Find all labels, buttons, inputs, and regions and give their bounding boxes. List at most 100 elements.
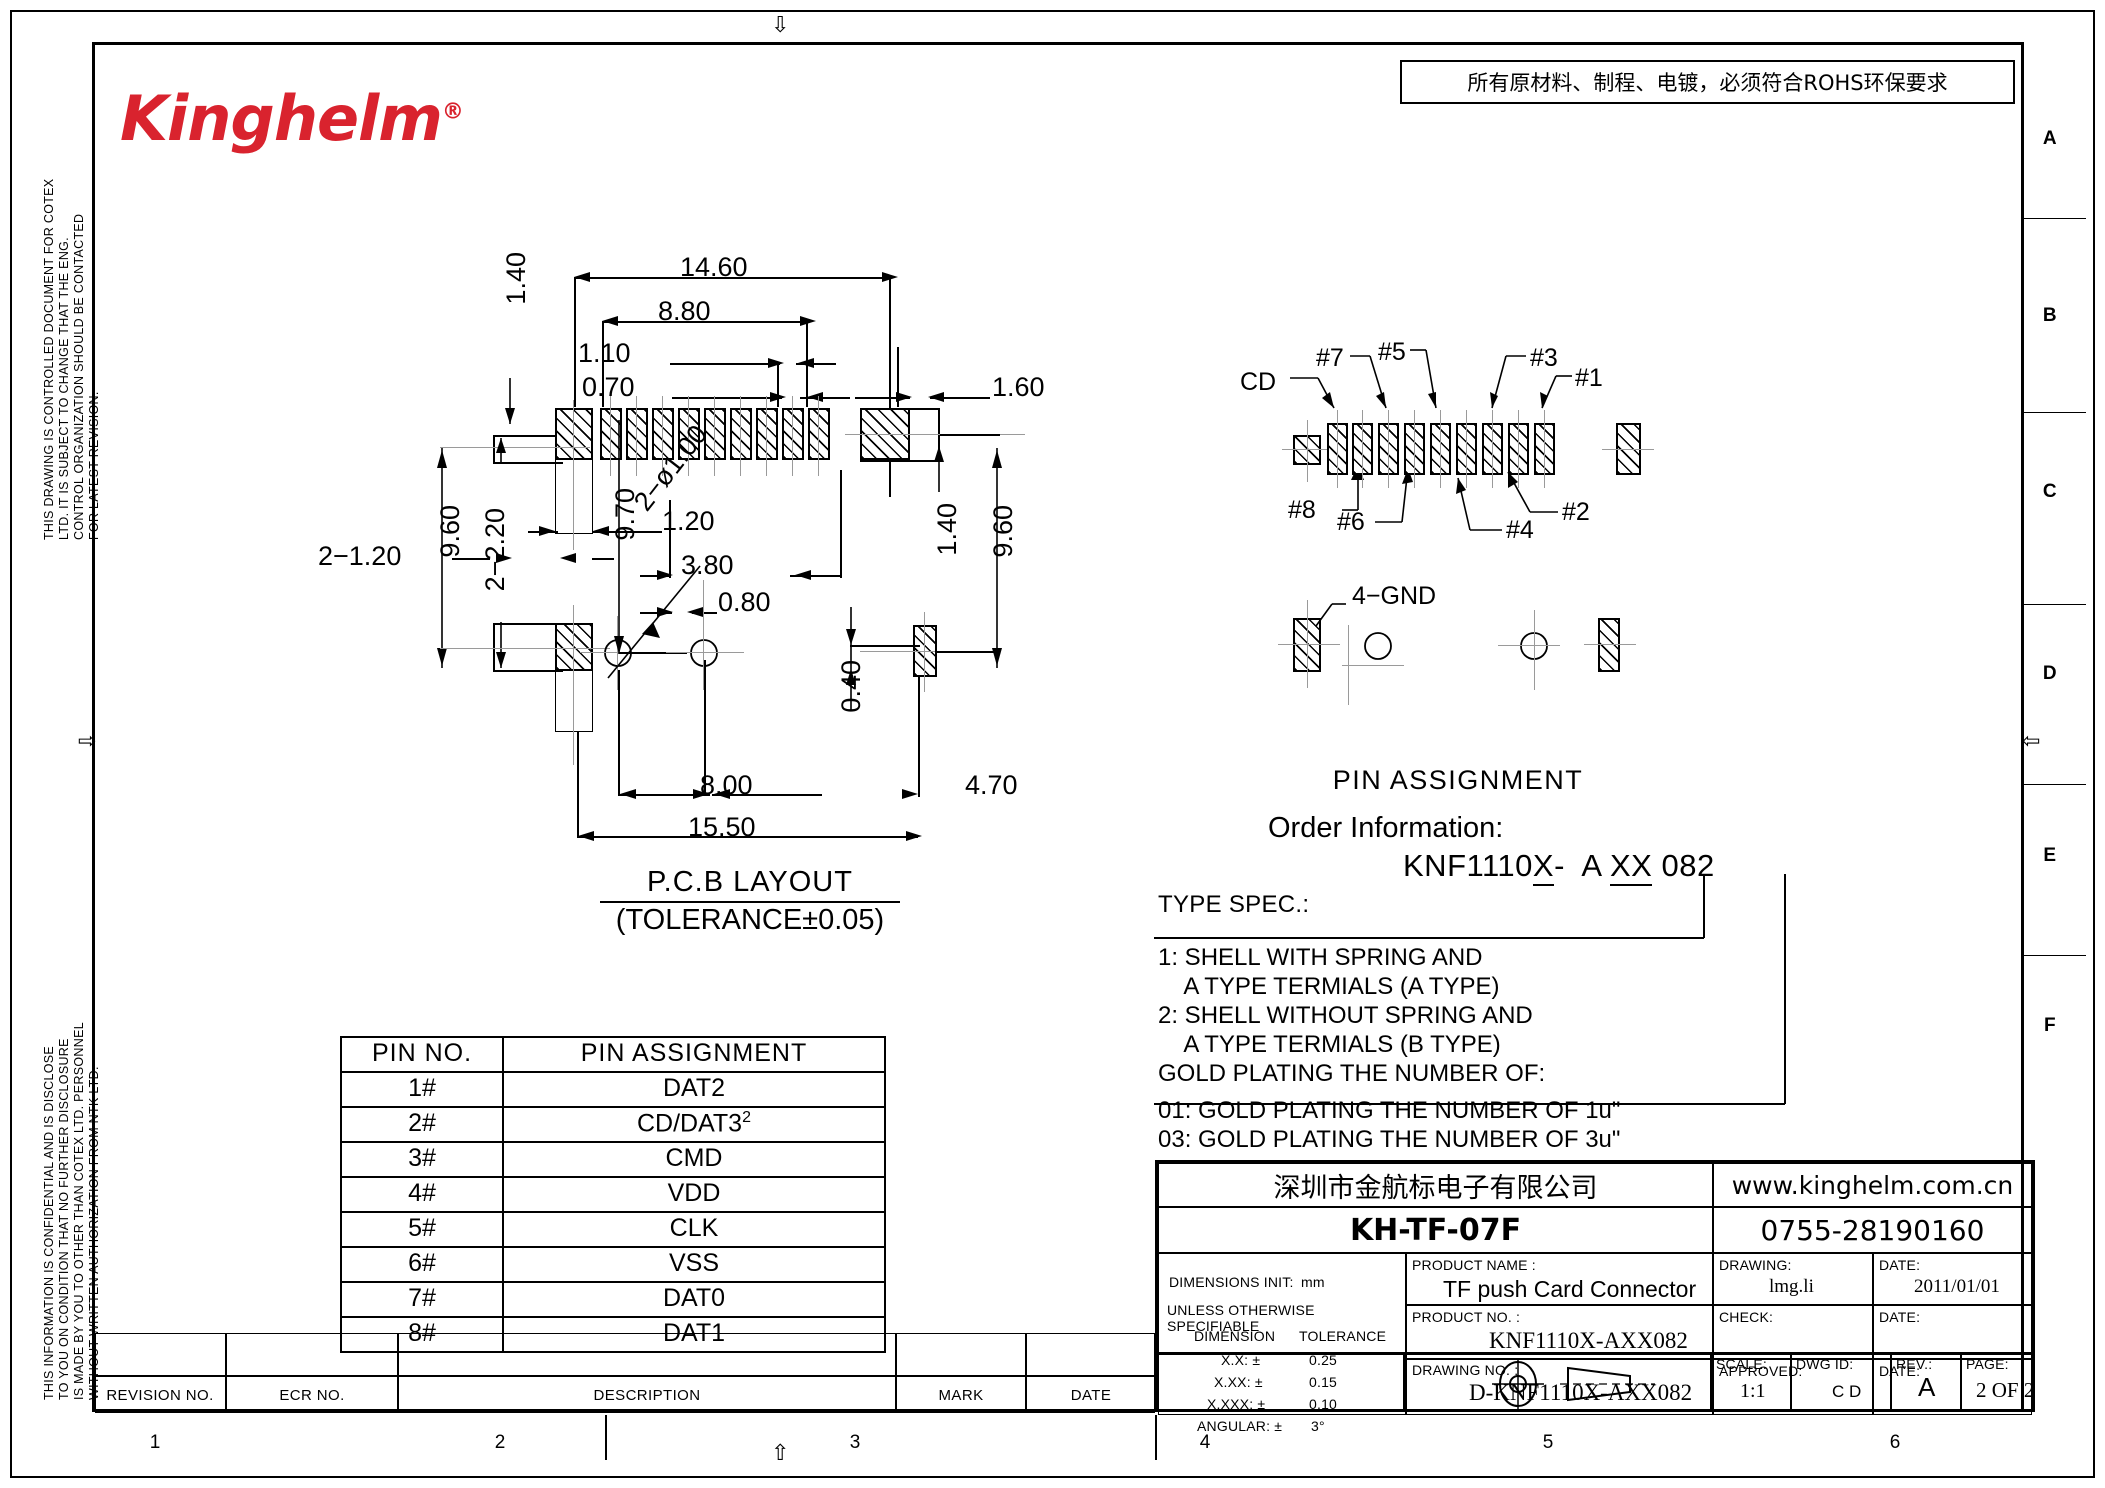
left-tab-top-edge bbox=[493, 435, 563, 437]
order-code: KNF1110X- A XX 082 bbox=[1403, 848, 1715, 886]
tolerance-val-2: 0.15 bbox=[1309, 1374, 1338, 1390]
product-name-label: PRODUCT NAME : bbox=[1412, 1257, 1536, 1273]
unless-otherwise-label: UNLESS OTHERWISE SPECIFIABLE bbox=[1167, 1302, 1315, 1334]
page-label: PAGE: bbox=[1966, 1356, 2009, 1372]
dim-text-1-20: 1.20 bbox=[662, 506, 715, 536]
tb-strip-sep-1 bbox=[1403, 1352, 1405, 1412]
label-4-gnd: 4−GND bbox=[1352, 582, 1437, 610]
lower-right-pad-v-centerline bbox=[924, 612, 925, 692]
table-header-pin-assignment: PIN ASSIGNMENT bbox=[502, 1036, 886, 1073]
date-cell-3: DATE: bbox=[1873, 1359, 2032, 1415]
pcb-pad-6 bbox=[730, 408, 752, 460]
zone-sep-1 bbox=[2024, 218, 2086, 219]
dim-arrow-9-70 bbox=[614, 420, 624, 654]
cell-pin-no: 8# bbox=[340, 1316, 504, 1354]
pad-centerline-5 bbox=[714, 396, 715, 476]
registered-trademark-icon: ® bbox=[441, 99, 464, 125]
ext-line-8-80-left bbox=[602, 321, 604, 407]
kinghelm-logo: Kinghelm® bbox=[120, 82, 464, 155]
dim-text-15-50: 15.50 bbox=[688, 812, 756, 842]
dim-text-14-60: 14.60 bbox=[680, 252, 748, 282]
label-pin5: #5 bbox=[1378, 338, 1406, 366]
dim-line-0-80a bbox=[640, 612, 672, 614]
zone-sep-2 bbox=[2024, 412, 2086, 413]
table-row: 2# CD/DAT32 bbox=[340, 1105, 886, 1144]
dim-line-8-80 bbox=[602, 321, 807, 323]
tolerance-val-1: 0.25 bbox=[1309, 1352, 1338, 1368]
pin-cl-5 bbox=[1440, 410, 1441, 488]
company-name-cell: 深圳市金航标电子有限公司 bbox=[1158, 1163, 1713, 1207]
dim-text-1-40-left: 1.40 bbox=[501, 252, 531, 305]
dimensions-init-value: mm bbox=[1301, 1274, 1325, 1290]
pcb-pad-9 bbox=[808, 408, 830, 460]
pcb-layout-caption: P.C.B LAYOUT (TOLERANCE±0.05) bbox=[600, 866, 900, 937]
tb-strip-sep-4 bbox=[1890, 1352, 1892, 1412]
dim-text-1-10: 1.10 bbox=[578, 338, 631, 368]
dim-arrows-3-80 bbox=[657, 570, 811, 580]
dim-arrows-0-40 bbox=[846, 607, 856, 711]
dim-line-9-70-ext bbox=[619, 652, 687, 654]
dim-arrow-1-40-left bbox=[505, 378, 515, 424]
tb-strip-sep-5 bbox=[1960, 1352, 1962, 1412]
hole-left-v-centerline bbox=[617, 616, 618, 690]
pad-centerline-3 bbox=[662, 396, 663, 476]
product-name-value: TF push Card Connector bbox=[1443, 1276, 1697, 1302]
type-spec-line-1: 1: SHELL WITH SPRING AND bbox=[1158, 944, 1483, 971]
ext-line-8-00-right bbox=[704, 660, 706, 796]
dim-line-2-1-20b bbox=[592, 558, 614, 560]
revision-header-date: DATE bbox=[1070, 1387, 1112, 1404]
dim-arrows-1-60 bbox=[896, 392, 944, 402]
rev-label: REV.: bbox=[1896, 1356, 1933, 1372]
tolerance-dim-3: X.XXX: ± bbox=[1207, 1396, 1266, 1412]
revision-header-ecr-no: ECR NO. bbox=[279, 1387, 345, 1404]
ext-line-14-60-left bbox=[574, 277, 576, 407]
ext-line-1-10-a bbox=[777, 363, 779, 407]
sheet-inner-border bbox=[92, 42, 2024, 1412]
dim-arrows-9-60-left bbox=[437, 448, 447, 668]
cell-pin-assignment-text: CD/DAT3 bbox=[636, 1109, 743, 1138]
pad-centerline-1 bbox=[610, 396, 611, 476]
revision-block-hline bbox=[95, 1375, 1155, 1377]
zone-number-4: 4 bbox=[1199, 1432, 1211, 1453]
rev-value: A bbox=[1918, 1372, 1936, 1402]
zone-num-sep-1 bbox=[605, 1415, 607, 1460]
order-code-a: A bbox=[1581, 848, 1601, 883]
lower-right-pad-centerline bbox=[860, 651, 970, 652]
shell-left-centerline bbox=[1307, 420, 1308, 482]
dwg-id-value: C D bbox=[1832, 1382, 1862, 1401]
dim-arrows-15-50 bbox=[578, 831, 922, 841]
dim-line-0-40-ext bbox=[850, 645, 920, 647]
zone-number-6: 6 bbox=[1889, 1432, 1901, 1453]
dim-arrows-2-1-20 bbox=[496, 553, 576, 563]
order-code-suffix: 082 bbox=[1661, 848, 1715, 883]
website-cell: www.kinghelm.com.cn bbox=[1713, 1163, 2032, 1207]
label-pin4: #4 bbox=[1506, 516, 1534, 544]
logo-wordmark: Kinghelm bbox=[120, 82, 443, 155]
check-label: CHECK: bbox=[1719, 1309, 1774, 1325]
ext-9-60-right-top bbox=[940, 434, 1000, 436]
pcb-layout-drawing: 14.60 8.80 1.10 0.70 1.60 1.40 bbox=[0, 0, 1060, 900]
check-cell: CHECK: bbox=[1713, 1305, 1873, 1359]
dim-arrow-2-2-20-bot bbox=[496, 622, 506, 668]
model-cell: KH-TF-07F bbox=[1158, 1207, 1713, 1253]
pin-assignment-caption: PIN ASSIGNMENT bbox=[1332, 765, 1584, 795]
cell-pin-no: 1# bbox=[340, 1071, 504, 1108]
dim-line-3-80b bbox=[790, 575, 840, 577]
pin-assignment-diagram: CD #7 #5 #3 #1 #8 #6 #4 #2 bbox=[1230, 330, 1750, 750]
table-row: 6#VSS bbox=[340, 1246, 886, 1284]
date-label-2: DATE: bbox=[1879, 1309, 1921, 1325]
label-pin7: #7 bbox=[1316, 344, 1344, 372]
dim-arrows-8-80 bbox=[602, 316, 816, 326]
zone-sep-4 bbox=[2024, 784, 2086, 785]
left-lower-tab-bottom-edge bbox=[493, 670, 563, 672]
cell-pin-assignment: CD/DAT32 bbox=[502, 1105, 886, 1144]
pcb-pad-7 bbox=[756, 408, 778, 460]
revision-block-border bbox=[95, 1333, 1155, 1413]
zone-letter-c: C bbox=[2042, 481, 2058, 502]
pad-centerline-2 bbox=[636, 396, 637, 476]
left-lower-tab-pad bbox=[555, 623, 593, 671]
type-spec-line-2: A TYPE TERMIALS (A TYPE) bbox=[1158, 973, 1500, 1000]
pad-centerline-9 bbox=[818, 396, 819, 476]
dim-line-14-60 bbox=[574, 277, 890, 279]
gnd-hole-left bbox=[1364, 632, 1392, 660]
